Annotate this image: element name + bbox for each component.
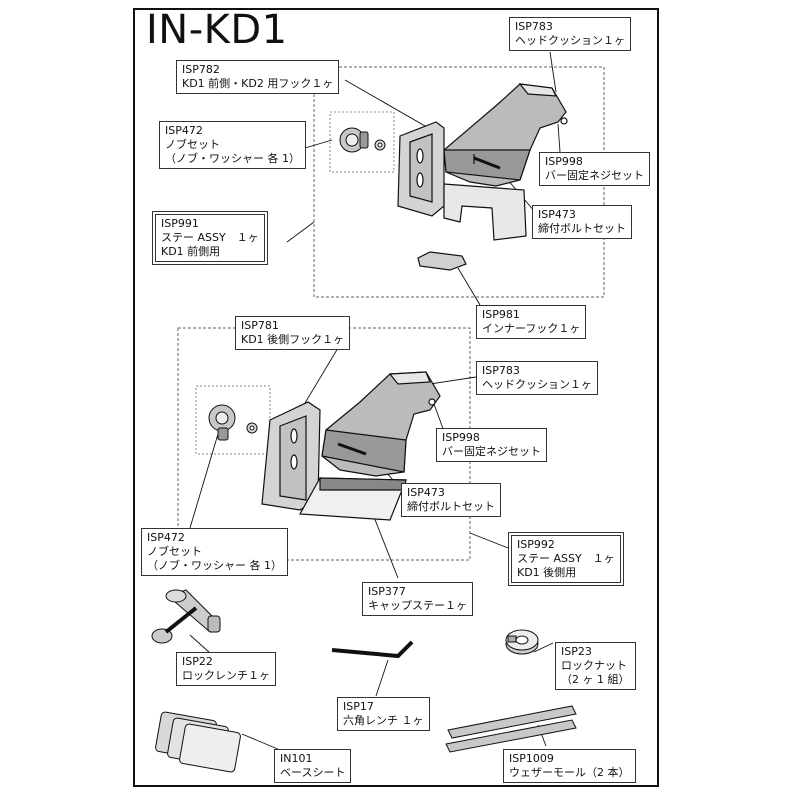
- hex-wrench-drawing: [331, 640, 414, 659]
- front-knob-drawing: [339, 127, 386, 153]
- front-bracket-drawing: [397, 83, 568, 271]
- diagram-title: IN-KD1: [146, 7, 288, 53]
- weather-strip-drawing: [445, 705, 577, 753]
- rear-knob-drawing: [208, 404, 258, 441]
- diagram-frame: [133, 8, 659, 787]
- lock-nut-drawing: [505, 629, 539, 655]
- front-knob-frame: [329, 111, 395, 173]
- rear-bracket-drawing: [261, 371, 441, 521]
- base-sheet-drawing: [155, 711, 241, 773]
- lock-wrench-drawing: [151, 589, 221, 644]
